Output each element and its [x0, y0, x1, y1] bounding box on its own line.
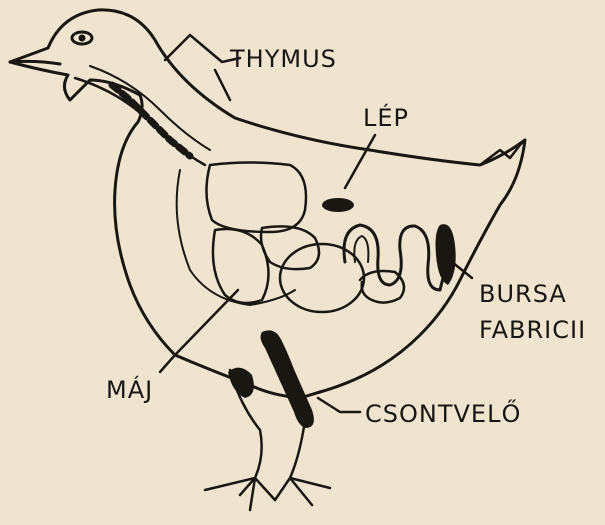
leader-csontvelo	[318, 398, 360, 412]
thigh-dark	[228, 368, 254, 398]
bone-marrow-organ	[261, 330, 314, 428]
bursa-label-line2: FABRICII	[479, 318, 586, 342]
wing	[177, 170, 295, 305]
thymus-bracket	[165, 35, 240, 100]
bone-marrow-label: CSONTVELŐ	[365, 402, 521, 426]
bursa-organ	[436, 224, 456, 285]
thymus-label: THYMUS	[230, 47, 337, 71]
leader-maj	[160, 290, 238, 372]
spleen-label: LÉP	[363, 106, 409, 130]
bursa-label-line1: BURSA	[479, 282, 567, 306]
liver-label: MÁJ	[106, 378, 153, 402]
gizzard	[280, 244, 364, 312]
lung	[206, 163, 306, 233]
spleen-organ	[322, 198, 354, 212]
leader-lep	[345, 135, 375, 188]
